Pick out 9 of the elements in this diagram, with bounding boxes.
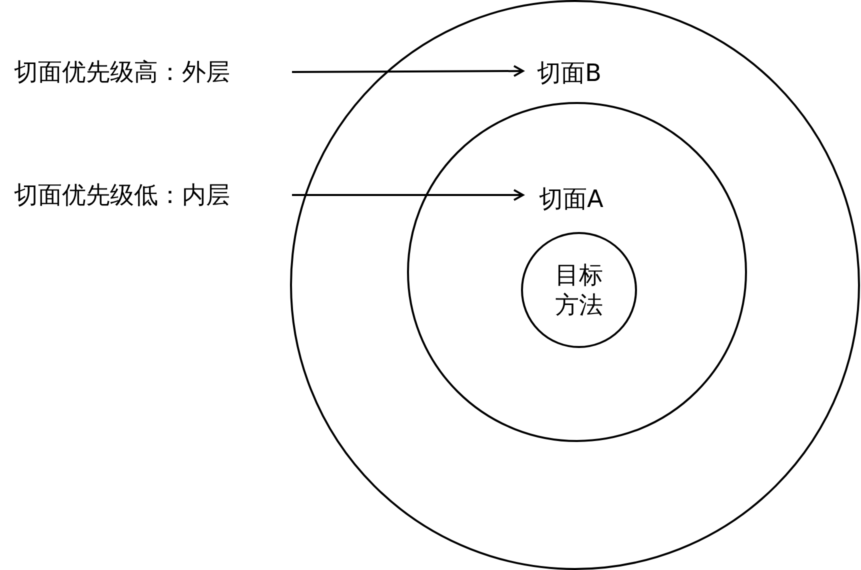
ring-circle: [290, 0, 860, 570]
arrow: [292, 189, 524, 201]
layer-label: 切面B: [537, 58, 619, 88]
ring-circle: [407, 102, 747, 442]
method-circle: 目标方法: [521, 232, 637, 348]
priority-label: 切面优先级高：外层: [14, 57, 280, 87]
layer-label: 切面A: [539, 184, 621, 214]
priority-label: 切面优先级低：内层: [14, 180, 280, 210]
arrow: [292, 65, 524, 78]
